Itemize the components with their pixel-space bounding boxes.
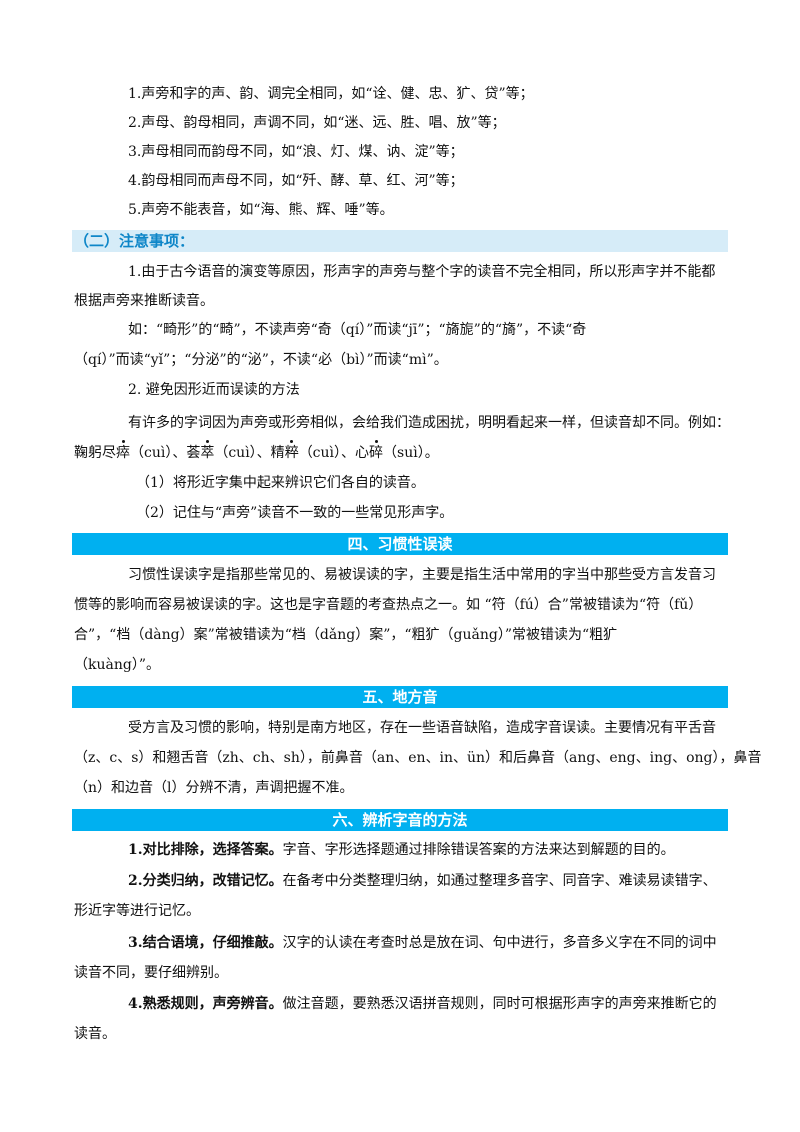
notes-paragraph-2-line-1: 有许多的字词因为声旁或形旁相似，会给我们造成困扰，明明看起来一样，但读音却不同。…: [128, 415, 730, 431]
method-3: 3.结合语境，仔细推敲。汉字的认读在考查时总是放在词、句中进行，多音多义字在不同…: [128, 933, 728, 953]
method-4-text: 做注音题，要熟悉汉语拼音规则，同时可根据形声字的声旁来推断它的: [282, 996, 717, 1012]
method-4-title: 4.熟悉规则，声旁辨音。: [128, 996, 283, 1012]
intro-item-2: 2.声母、韵母相同，声调不同，如“迷、远、胜、唱、放”等；: [128, 115, 506, 131]
intro-item-4: 4.韵母相同而声母不同，如“歼、酵、草、红、河”等；: [128, 173, 464, 189]
section-4-heading: 四、习惯性误读: [72, 533, 728, 555]
notes-subheading: （二）注意事项：: [72, 230, 728, 252]
emphasis-dot-char: 粹: [284, 440, 299, 461]
section-5-heading: 五、地方音: [72, 686, 728, 708]
section-5-line-3: （n）和边音（l）分辨不清，声调把握不准。: [74, 780, 354, 796]
example-pinyin: （suì）。: [383, 445, 439, 461]
example-pinyin: （cuì）、荟: [130, 445, 201, 461]
example-text: 鞠躬尽: [74, 445, 116, 461]
method-4: 4.熟悉规则，声旁辨音。做注音题，要熟悉汉语拼音规则，同时可根据形声字的声旁来推…: [128, 994, 728, 1014]
example-pinyin: （cuì）、精: [214, 445, 285, 461]
notes-example-line-2: （qí）”而读“yǐ”；“分泌”的“泌”，不读“必（bì）”而读“mì”。: [74, 352, 448, 368]
section-6-heading: 六、辨析字音的方法: [72, 809, 728, 831]
intro-item-5: 5.声旁不能表音，如“海、熊、辉、唾”等。: [128, 202, 394, 218]
method-3-title: 3.结合语境，仔细推敲。: [128, 935, 283, 951]
method-1-title: 1.对比排除，选择答案。: [128, 842, 283, 858]
method-1: 1.对比排除，选择答案。字音、字形选择题通过排除错误答案的方法来达到解题的目的。: [128, 840, 728, 860]
method-4-line-2: 读音。: [74, 1026, 116, 1042]
notes-dotted-example: 鞠躬尽瘁（cuì）、荟萃（cuì）、精粹（cuì）、心碎（suì）。: [74, 440, 728, 463]
method-1-text: 字音、字形选择题通过排除错误答案的方法来达到解题的目的。: [282, 842, 675, 858]
section-4-line-1: 习惯性误读字是指那些常见的、易被误读的字，主要是指生活中常用的字当中那些受方言发…: [128, 567, 716, 583]
section-4-line-2: 惯等的影响而容易被误读的字。这也是字音题的考查热点之一。如 “符（fú）合”常被…: [74, 597, 703, 613]
notes-subitem-2: （2）记住与“声旁”读音不一致的一些常见形声字。: [136, 505, 454, 521]
emphasis-dot-char: 瘁: [116, 440, 130, 461]
notes-paragraph-1-line-1: 1.由于古今语音的演变等原因，形声字的声旁与整个字的读音不完全相同，所以形声字并…: [128, 264, 716, 280]
method-2-line-2: 形近字等进行记忆。: [74, 903, 200, 919]
example-pinyin: （cuì）、心: [298, 445, 370, 461]
notes-subheading-text: （二）注意事项：: [74, 232, 195, 250]
section-4-line-4: （kuàng）”。: [74, 657, 160, 673]
intro-item-1: 1.声旁和字的声、韵、调完全相同，如“诠、健、忠、犷、贷”等；: [128, 86, 534, 102]
method-3-text: 汉字的认读在考查时总是放在词、句中进行，多音多义字在不同的词中: [282, 935, 717, 951]
emphasis-dot-char: 碎: [369, 440, 384, 461]
emphasis-dot-char: 萃: [200, 440, 215, 461]
method-2: 2.分类归纳，改错记忆。在备考中分类整理归纳，如通过整理多音字、同音字、难读易读…: [128, 871, 728, 891]
intro-item-3: 3.声母相同而韵母不同，如“浪、灯、煤、讷、淀”等；: [128, 144, 464, 160]
notes-example-line-1: 如：“畸形”的“畸”，不读声旁“奇（qí）”而读“jī”；“旖旎”的“旖”，不读…: [128, 322, 587, 338]
notes-paragraph-2-title: 2. 避免因形近而误读的方法: [128, 382, 300, 398]
section-5-line-2: （z、c、s）和翘舌音（zh、ch、sh），前鼻音（an、en、in、ün）和后…: [74, 750, 762, 766]
notes-paragraph-1-line-2: 根据声旁来推断读音。: [74, 293, 214, 309]
method-2-title: 2.分类归纳，改错记忆。: [128, 873, 283, 889]
method-2-text: 在备考中分类整理归纳，如通过整理多音字、同音字、难读易读错字、: [282, 873, 717, 889]
section-5-line-1: 受方言及习惯的影响，特别是南方地区，存在一些语音缺陷，造成字音误读。主要情况有平…: [128, 720, 716, 736]
notes-subitem-1: （1）将形近字集中起来辨识它们各自的读音。: [136, 475, 425, 491]
method-3-line-2: 读音不同，要仔细辨别。: [74, 965, 228, 981]
section-4-line-3: 合”，“档（dàng）案”常被错读为“档（dǎng）案”，“粗犷（guǎng）”…: [74, 627, 618, 643]
